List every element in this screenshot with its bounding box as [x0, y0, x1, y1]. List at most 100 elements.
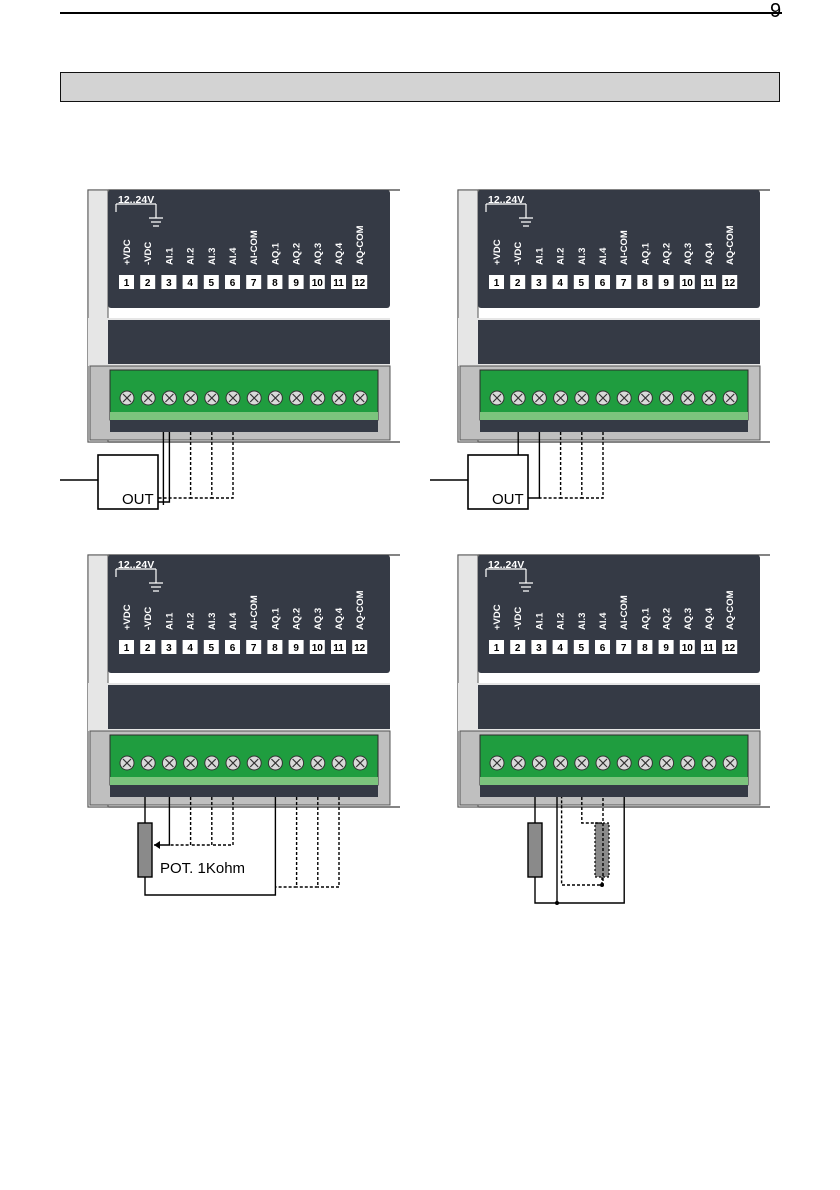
terminal-number-box	[531, 275, 547, 289]
diagram-canvas: 12..24V+VDC1-VDC2AI.13AI.24AI.35AI.46AI-…	[457, 554, 779, 905]
terminal-number-box	[203, 275, 219, 289]
terminal-number: 10	[682, 278, 694, 289]
terminal-label: AI-COM	[249, 595, 260, 630]
screw-slot-icon	[640, 758, 650, 768]
supply-label: 12..24V	[118, 559, 154, 571]
supply-label: 12..24V	[118, 194, 154, 206]
sensor-output-label: OUT	[122, 491, 154, 508]
terminal-number: 2	[515, 278, 521, 289]
module-middle-panel	[108, 320, 390, 364]
terminal-number-box	[616, 275, 632, 289]
terminal-label: AI.3	[207, 613, 218, 630]
terminal-label: AI.2	[556, 613, 567, 630]
screw-slot-icon	[683, 758, 693, 768]
screw-slot-icon	[355, 758, 365, 768]
diagram-canvas: 12..24V+VDC1-VDC2AI.13AI.24AI.35AI.46AI-…	[60, 189, 409, 510]
terminal-label: -VDC	[513, 607, 524, 630]
terminal-number-box	[489, 640, 504, 654]
terminal-label: AQ-COM	[355, 590, 366, 630]
terminal-number-box	[331, 275, 346, 289]
terminal-label: AQ.1	[640, 607, 651, 630]
terminal-number-box	[616, 640, 632, 654]
screw-slot-icon	[577, 393, 587, 403]
terminal-label: AI.2	[186, 613, 197, 630]
terminal-number: 12	[354, 643, 366, 654]
screw-slot-icon	[186, 758, 196, 768]
screw-slot-icon	[355, 393, 365, 403]
terminal-number: 4	[557, 278, 563, 289]
module-middle-panel	[108, 685, 390, 729]
terminal-label: AI.4	[598, 247, 609, 265]
ground-symbol-icon	[485, 203, 533, 227]
terminal-number-box	[288, 640, 304, 654]
terminal-label: AI.2	[186, 248, 197, 265]
terminal-label: AI-COM	[619, 595, 630, 630]
screw-slot-icon	[249, 758, 259, 768]
terminal-number: 9	[663, 643, 669, 654]
screw-slot-icon	[662, 393, 672, 403]
screw-slot-icon	[704, 393, 714, 403]
terminal-number: 11	[333, 643, 344, 654]
terminal-label: AQ.4	[704, 242, 715, 265]
terminal-number: 6	[230, 643, 236, 654]
terminal-number-box	[225, 275, 240, 289]
terminal-number-box	[288, 275, 304, 289]
terminal-label: AI.3	[207, 248, 218, 265]
terminal-number: 4	[187, 643, 193, 654]
terminal-label: AI-COM	[249, 230, 260, 265]
signal-wire-ai4	[211, 432, 234, 499]
terminal-number-box	[658, 640, 674, 654]
signal-wire-ai3	[560, 432, 583, 499]
terminal-label: AQ.2	[292, 243, 303, 265]
signal-wire-ai1	[158, 432, 171, 503]
terminal-label: AI.4	[598, 612, 609, 630]
terminal-label: -VDC	[143, 607, 154, 630]
terminal-number: 11	[333, 278, 344, 289]
resistor-body	[527, 822, 543, 878]
screw-slot-icon	[513, 393, 523, 403]
screw-slot-icon	[292, 393, 302, 403]
terminal-number: 6	[600, 278, 606, 289]
terminal-number-box	[637, 640, 653, 654]
terminal-label: AQ.3	[313, 608, 324, 630]
screw-slot-icon	[292, 758, 302, 768]
screw-slot-icon	[662, 758, 672, 768]
terminal-label: AQ.2	[662, 608, 673, 630]
terminal-label: AI.3	[577, 248, 588, 265]
sensor-output-label: OUT	[492, 491, 524, 508]
output-wire-aq4	[317, 797, 340, 888]
terminal-number-box	[489, 275, 504, 289]
terminal-number-box	[225, 640, 240, 654]
terminal-label: AQ.1	[270, 242, 281, 265]
terminal-label: AQ-COM	[725, 590, 736, 630]
signal-wire-ai4	[581, 432, 604, 499]
screw-slot-icon	[313, 758, 323, 768]
screw-slot-icon	[513, 758, 523, 768]
terminal-number: 1	[494, 643, 500, 654]
terminal-number-box	[552, 640, 568, 654]
terminal-label: AQ-COM	[725, 225, 736, 265]
signal-wire-ai2	[169, 797, 192, 846]
terminal-block-base	[480, 420, 748, 432]
terminal-number-box	[510, 275, 526, 289]
terminal-label: AQ.3	[313, 243, 324, 265]
terminal-number: 9	[663, 278, 669, 289]
terminal-block-lip	[110, 777, 378, 785]
screw-slot-icon	[556, 393, 566, 403]
terminal-label: +VDC	[122, 239, 133, 265]
screw-slot-icon	[334, 758, 344, 768]
screw-slot-icon	[164, 393, 174, 403]
terminal-number: 3	[536, 278, 542, 289]
terminal-label: +VDC	[492, 604, 503, 630]
terminal-label: AQ.4	[704, 607, 715, 630]
terminal-number-box	[722, 275, 738, 289]
terminal-number: 6	[230, 278, 236, 289]
terminal-number: 3	[166, 278, 172, 289]
terminal-number: 5	[579, 643, 585, 654]
terminal-number-box	[658, 275, 674, 289]
signal-wire-ai3	[190, 797, 213, 846]
screw-slot-icon	[143, 758, 153, 768]
